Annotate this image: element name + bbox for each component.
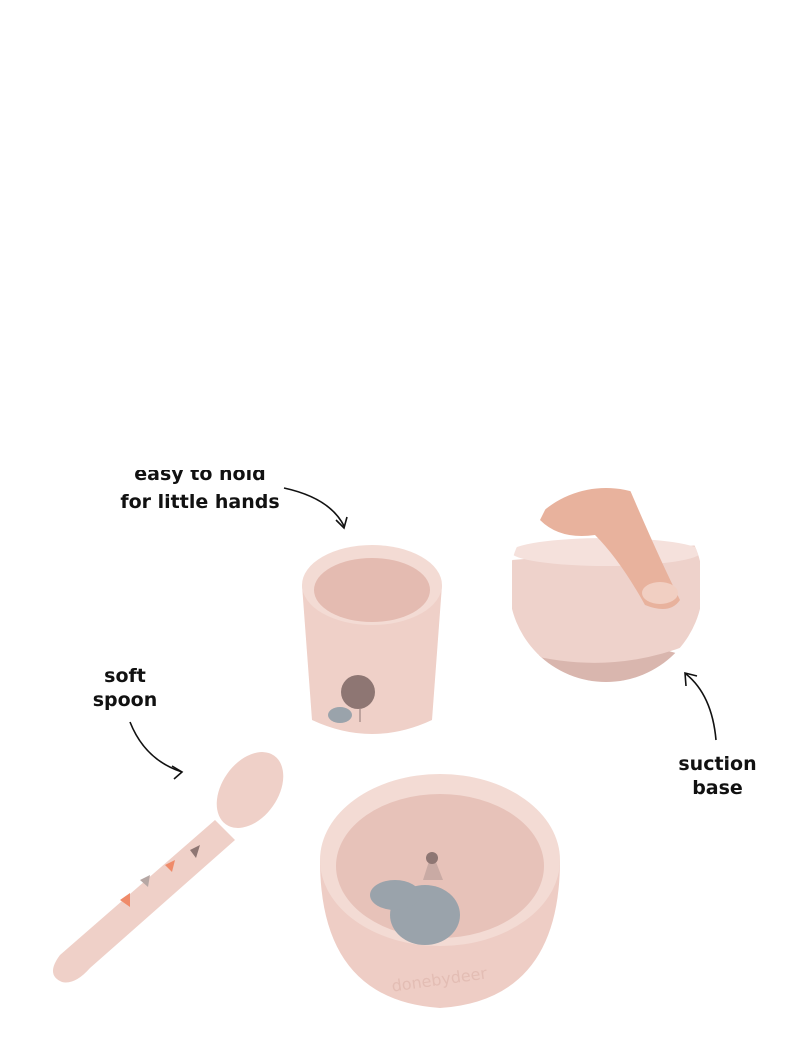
arrow-cup xyxy=(283,487,345,527)
spoon xyxy=(52,752,284,983)
suction-caption-line2: base xyxy=(692,777,743,799)
balloon xyxy=(341,675,375,709)
hand-thumb xyxy=(540,488,680,609)
bowl: donebydeer xyxy=(320,774,560,1008)
party-hat xyxy=(423,852,443,880)
cup-caption-line1: easy to hold xyxy=(134,470,266,485)
cup-caption-line2: for little hands xyxy=(120,491,280,513)
arrow-spoon xyxy=(129,721,183,773)
cup-caption-clipped: easy to hold xyxy=(110,470,290,488)
spoon-caption-line2: spoon xyxy=(92,689,158,711)
arrow-suction xyxy=(685,673,717,741)
spoon-caption-line1: soft xyxy=(104,665,146,687)
suction-closeup xyxy=(509,488,703,682)
suction-caption-line1: suction xyxy=(678,753,757,775)
cup xyxy=(302,545,442,734)
mouse xyxy=(328,707,352,723)
suction-caption: suction base xyxy=(670,752,765,800)
spoon-caption: soft spoon xyxy=(80,664,170,712)
